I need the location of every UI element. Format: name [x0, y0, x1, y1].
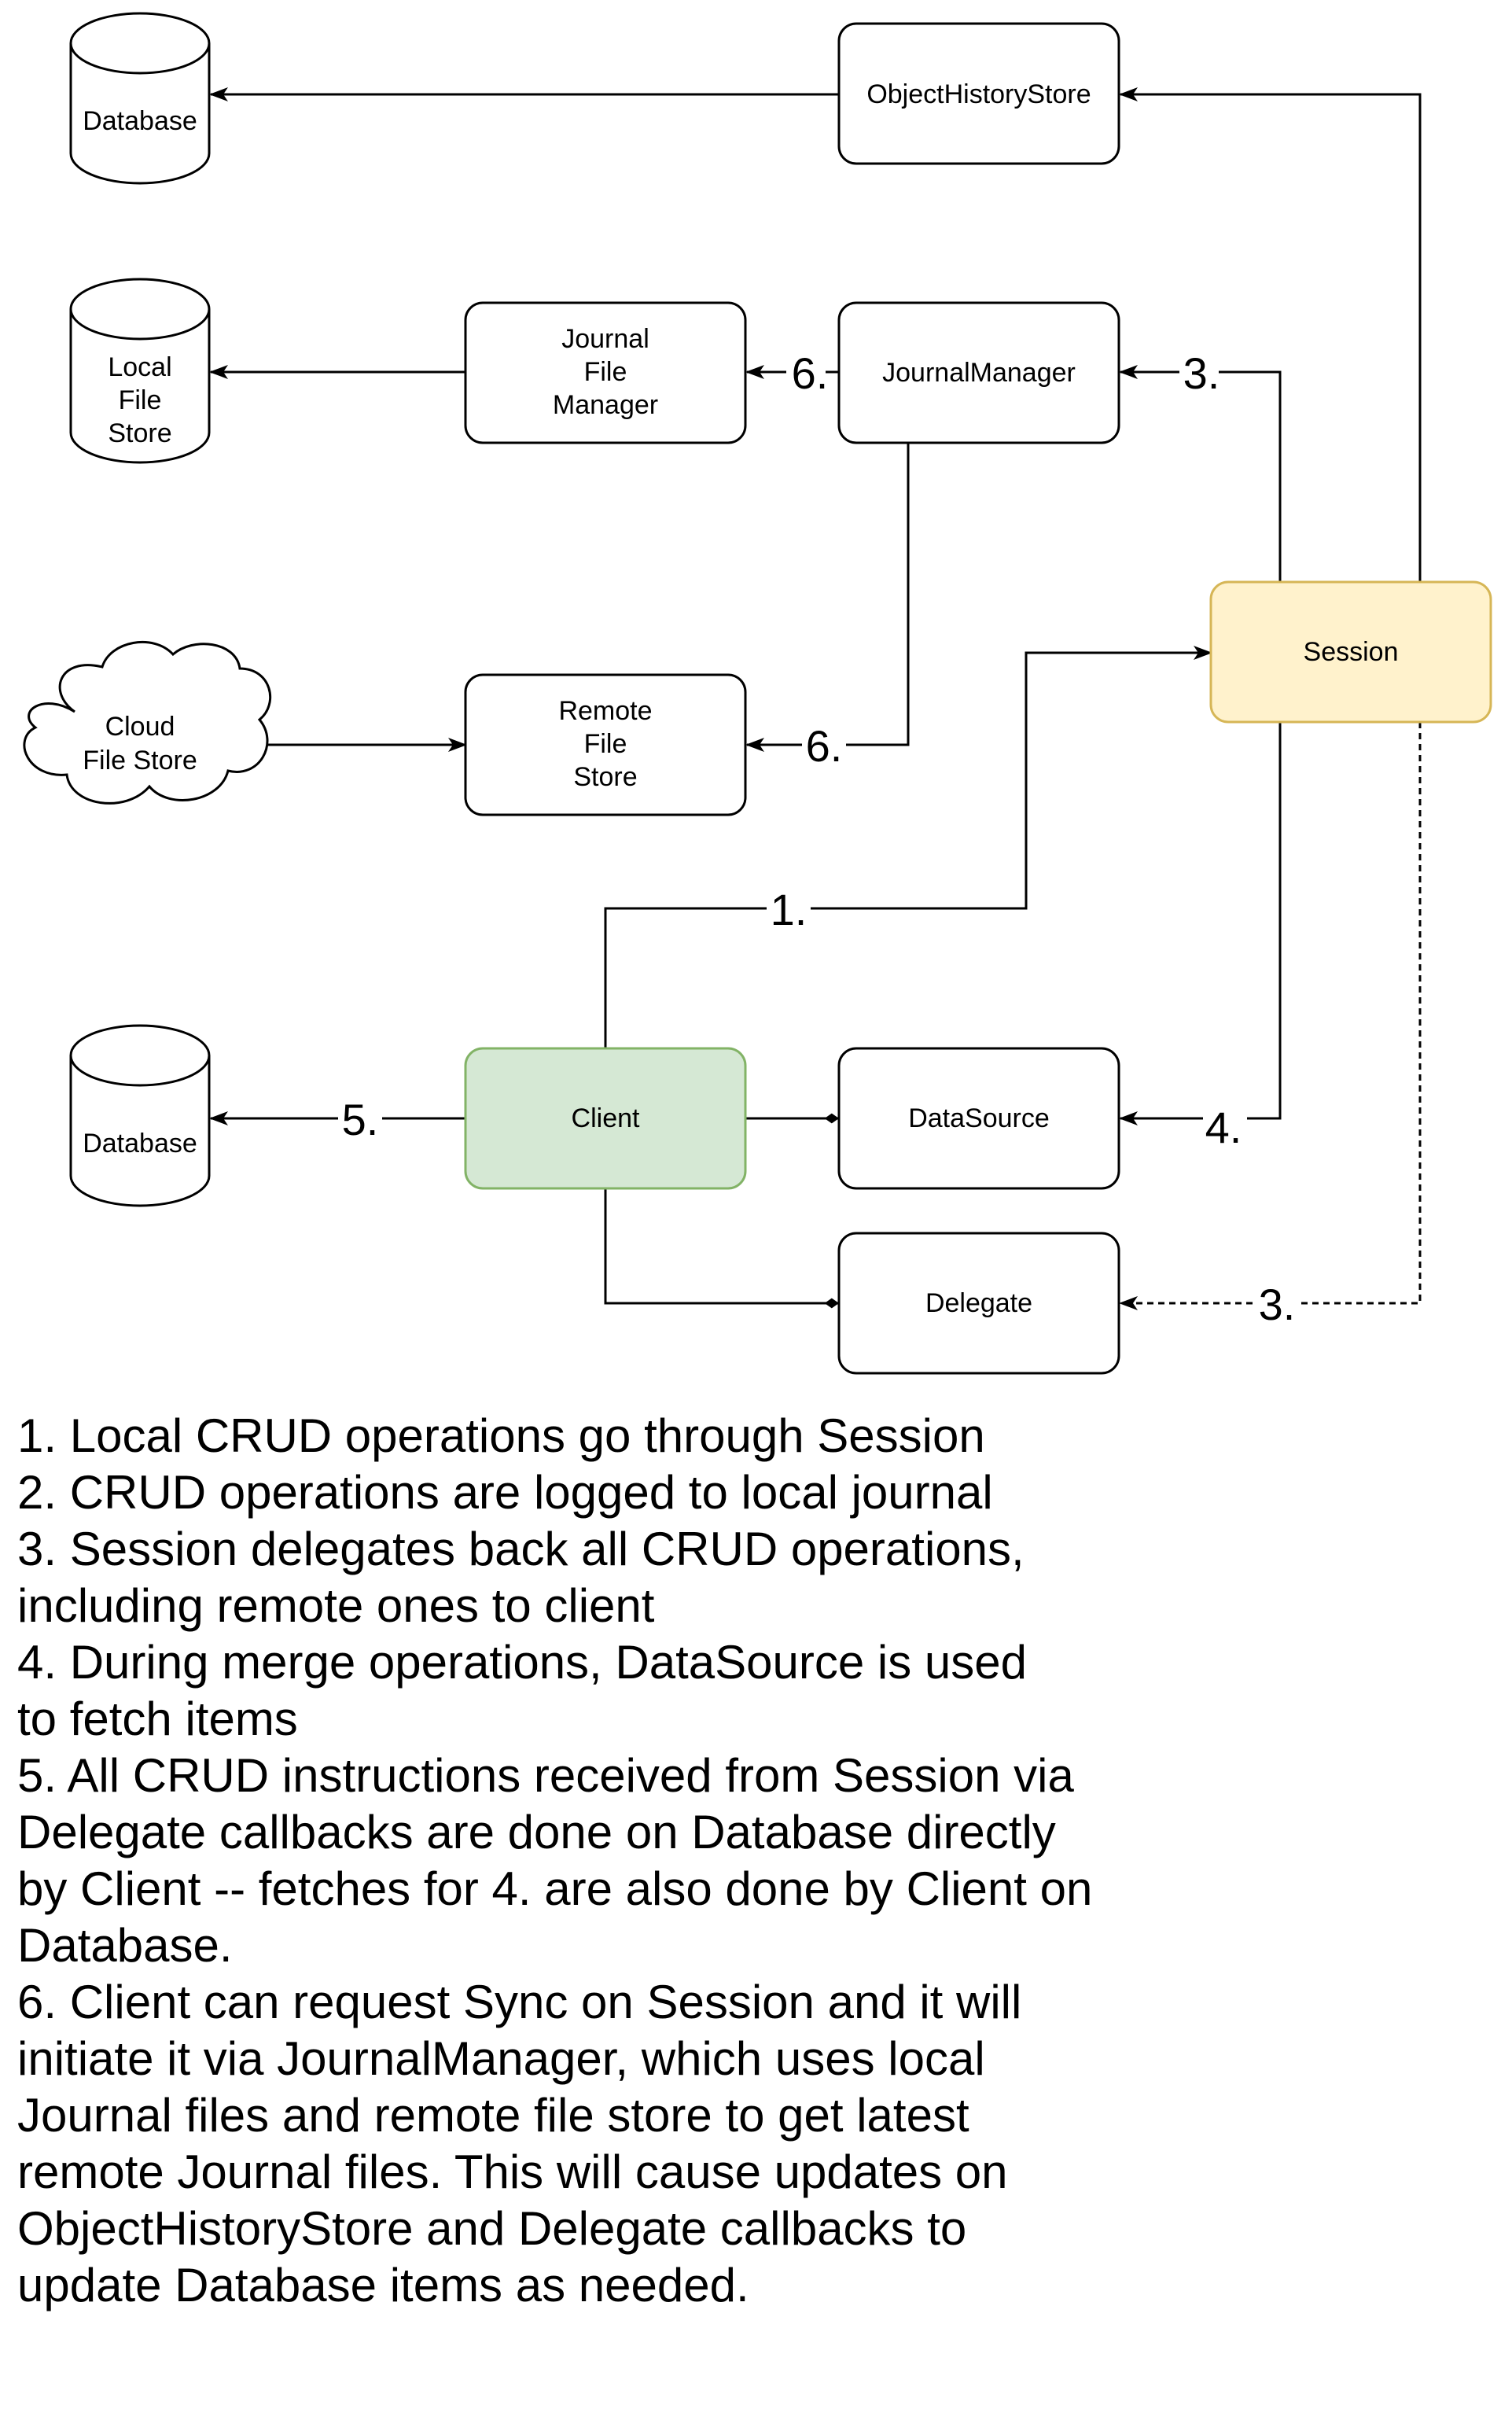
note-4: 4. During merge operations, DataSource i… — [17, 1636, 1028, 1745]
session-node[interactable]: Session — [1209, 580, 1492, 724]
edge-session-to-objecthistorystore — [1119, 87, 1422, 582]
note-1: 1. Local CRUD operations go through Sess… — [17, 1409, 985, 1462]
edge-label-6-journal: 6. — [786, 346, 828, 398]
note-3: 3. Session delegates back all CRUD opera… — [17, 1523, 1025, 1632]
svg-text:6.: 6. — [806, 721, 843, 771]
cloud-file-store-node[interactable]: Cloud File Store — [23, 641, 272, 805]
edge-client-to-session — [604, 646, 1212, 1048]
cloud-icon — [23, 641, 272, 805]
edge-session-to-delegate-dashed — [1119, 722, 1422, 1310]
edge-label-5-client-database: 5. — [338, 1093, 382, 1144]
object-history-store-node[interactable]: ObjectHistoryStore — [837, 22, 1120, 165]
journal-manager-node[interactable]: JournalManager — [837, 301, 1120, 444]
cloud-file-store-label-1: Cloud — [105, 712, 175, 742]
diagram-notes: 1. Local CRUD operations go through Sess… — [17, 1408, 1495, 2314]
edge-client-to-delegate — [604, 1189, 839, 1309]
svg-text:1.: 1. — [771, 885, 808, 934]
delegate-node[interactable]: Delegate — [837, 1232, 1120, 1375]
cloud-file-store-label-2: File Store — [83, 746, 197, 775]
delegate-label: Delegate — [925, 1288, 1032, 1318]
journal-file-manager-node[interactable]: Journal File Manager — [464, 301, 747, 444]
edge-session-to-journalmanager — [1119, 365, 1282, 582]
svg-text:3.: 3. — [1259, 1280, 1296, 1329]
remote-file-store-label-1: Remote — [558, 696, 652, 726]
data-source-node[interactable]: DataSource — [837, 1047, 1120, 1190]
edge-label-3-session-journal: 3. — [1179, 346, 1220, 398]
local-file-store-node[interactable]: Local File Store — [69, 278, 211, 464]
journal-file-manager-label-3: Manager — [553, 390, 658, 420]
svg-text:5.: 5. — [342, 1095, 379, 1144]
journal-manager-label: JournalManager — [882, 358, 1076, 388]
local-file-store-cylinder-icon — [69, 309, 211, 464]
svg-text:3.: 3. — [1183, 348, 1220, 398]
database-top-node[interactable]: Database — [69, 12, 211, 185]
journal-file-manager-label-1: Journal — [561, 324, 649, 354]
client-node[interactable]: Client — [464, 1047, 747, 1190]
database-top-label: Database — [83, 106, 197, 136]
local-file-store-label-1: Local — [108, 352, 171, 382]
database-bottom-label: Database — [83, 1129, 197, 1158]
note-6: 6. Client can request Sync on Session an… — [17, 1976, 1022, 2311]
journal-file-manager-label-2: File — [584, 357, 627, 387]
database-cylinder-icon — [69, 43, 211, 185]
edge-session-to-datasource — [1119, 722, 1282, 1125]
client-label: Client — [572, 1103, 640, 1133]
note-5: 5. All CRUD instructions received from S… — [17, 1749, 1093, 1972]
edge-label-4-session-datasource: 4. — [1203, 1101, 1247, 1152]
edge-label-1-client-session: 1. — [767, 882, 811, 934]
data-source-label: DataSource — [908, 1103, 1050, 1133]
note-2: 2. CRUD operations are logged to local j… — [17, 1466, 993, 1519]
local-file-store-label-3: Store — [108, 418, 171, 448]
object-history-store-label: ObjectHistoryStore — [866, 79, 1091, 109]
edge-label-3-session-delegate: 3. — [1255, 1278, 1299, 1329]
edge-label-6-remote: 6. — [802, 719, 846, 771]
database-bottom-cylinder-icon — [69, 1055, 211, 1207]
database-bottom-node[interactable]: Database — [69, 1024, 211, 1207]
session-label: Session — [1304, 637, 1399, 667]
architecture-diagram: 6. 3. 6. 1. 5. 4. 3. Database ObjectHist… — [23, 12, 1492, 1375]
local-file-store-label-2: File — [119, 385, 162, 415]
remote-file-store-node[interactable]: Remote File Store — [464, 673, 747, 816]
remote-file-store-label-3: Store — [573, 762, 637, 792]
edge-journalmanager-to-remotefilestore — [745, 443, 910, 752]
svg-text:4.: 4. — [1205, 1103, 1242, 1152]
remote-file-store-label-2: File — [584, 729, 627, 759]
svg-text:6.: 6. — [792, 348, 829, 398]
